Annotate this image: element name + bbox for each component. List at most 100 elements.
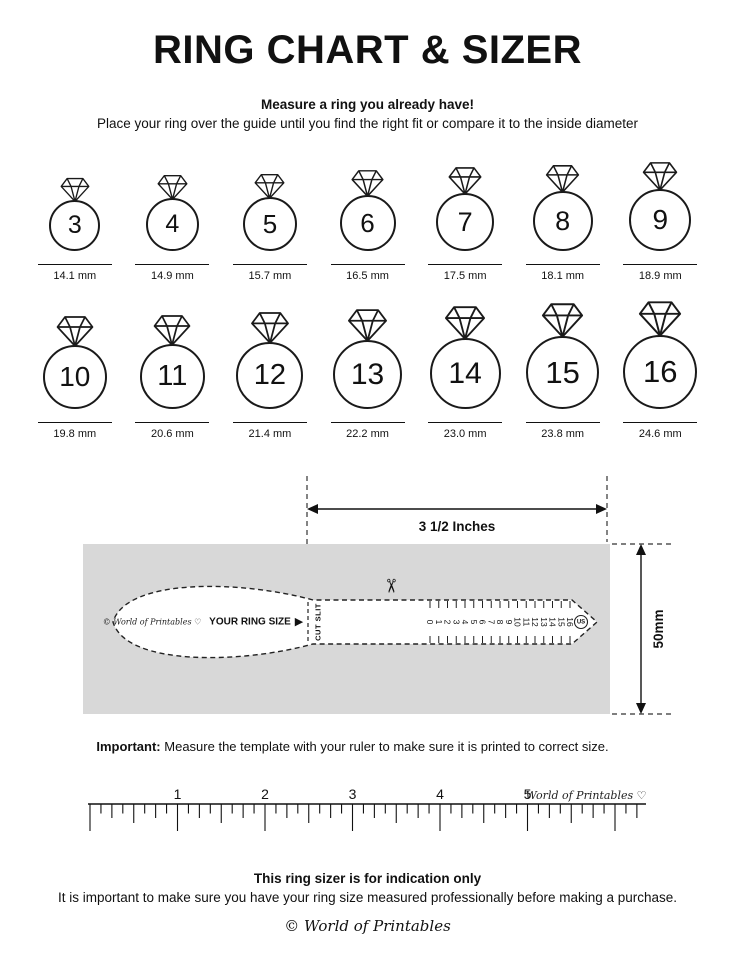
intro-description: Place your ring over the guide until you… xyxy=(96,116,639,131)
ring-size-item: 8 18.1 mm xyxy=(514,164,612,282)
svg-text:12: 12 xyxy=(530,617,540,627)
svg-text:8: 8 xyxy=(495,620,505,625)
svg-text:14: 14 xyxy=(548,617,558,627)
diamond-icon xyxy=(542,303,584,338)
ring-circle: 6 xyxy=(339,195,396,251)
sizer-template-section: 3 1/2 Inches 50mm © World of Printables … xyxy=(0,474,735,734)
disclaimer-heading: This ring sizer is for indication only xyxy=(253,871,482,886)
svg-text:4: 4 xyxy=(460,620,470,625)
ring-diameter-label: 18.1 mm xyxy=(541,270,585,282)
ring-size-number: 13 xyxy=(350,357,385,391)
us-badge-label: US xyxy=(577,620,585,626)
page-title: RING CHART & SIZER xyxy=(153,28,582,72)
svg-text:10: 10 xyxy=(513,617,523,627)
size-scale-ticks xyxy=(429,601,571,643)
svg-text:4: 4 xyxy=(436,786,444,802)
svg-text:7: 7 xyxy=(486,620,496,625)
cut-slit-label: CUT SLIT xyxy=(314,603,323,641)
ring-diameter-label: 22.2 mm xyxy=(346,428,389,440)
ring-size-number: 16 xyxy=(643,354,678,389)
ring-diameter-label: 21.4 mm xyxy=(248,428,292,440)
ring-circle: 10 xyxy=(42,345,107,409)
pointer-right-icon: ▶ xyxy=(295,616,304,628)
us-badge-circle xyxy=(573,614,589,630)
ring-diameter-label: 14.9 mm xyxy=(150,270,194,282)
diamond-icon xyxy=(639,301,682,337)
diamond-icon xyxy=(56,316,94,347)
width-dimension-label: 3 1/2 Inches xyxy=(419,519,496,534)
svg-text:2: 2 xyxy=(443,620,453,625)
ring-diameter-label: 16.5 mm xyxy=(346,270,389,282)
svg-text:1: 1 xyxy=(174,786,182,802)
ring-diameter-label: 23.8 mm xyxy=(541,428,585,440)
ring-size-number: 8 xyxy=(555,205,571,236)
diamond-icon xyxy=(157,174,188,201)
arrow-head-up-icon xyxy=(636,544,646,555)
ring-diameter-label: 17.5 mm xyxy=(443,270,487,282)
diameter-divider xyxy=(525,264,600,265)
ring-size-item: 9 18.9 mm xyxy=(611,161,709,282)
ring-circle: 5 xyxy=(242,197,297,251)
svg-text:2: 2 xyxy=(261,786,269,802)
ring-size-item: 10 19.8 mm xyxy=(26,315,124,440)
ring-size-number: 9 xyxy=(652,204,669,235)
disclaimer-text: It is important to make sure you have yo… xyxy=(57,890,678,905)
diamond-icon xyxy=(348,309,387,342)
diameter-divider xyxy=(428,422,503,423)
diamond-icon xyxy=(445,306,486,340)
ring-size-number: 11 xyxy=(157,360,188,392)
arrow-head-right-icon xyxy=(596,504,607,514)
ring-diameter-label: 23.0 mm xyxy=(443,428,487,440)
svg-text:1: 1 xyxy=(434,620,444,625)
ruler-brand: World of Printables ♡ xyxy=(526,789,647,802)
your-ring-size-label: YOUR RING SIZE xyxy=(209,617,291,628)
ring-size-number: 15 xyxy=(545,354,580,390)
svg-text:3: 3 xyxy=(451,620,461,625)
ring-chart-page: RING CHART & SIZER Measure a ring you al… xyxy=(0,28,735,979)
ring-diameter-label: 24.6 mm xyxy=(638,428,682,440)
arrow-head-left-icon xyxy=(307,504,318,514)
ring-size-item: 6 16.5 mm xyxy=(319,169,417,282)
svg-text:9: 9 xyxy=(504,620,514,625)
ring-circle: 3 xyxy=(49,200,101,251)
ring-circle: 14 xyxy=(429,338,501,409)
diameter-divider xyxy=(330,264,405,265)
ring-size-number: 12 xyxy=(253,359,287,391)
svg-text:15: 15 xyxy=(556,617,566,627)
svg-text:5: 5 xyxy=(469,620,479,625)
diameter-divider xyxy=(37,422,112,423)
ruler-ticks xyxy=(89,804,638,831)
ring-circle: 13 xyxy=(333,340,403,409)
diamond-icon xyxy=(448,167,482,195)
svg-text:11: 11 xyxy=(521,618,531,627)
ring-size-number: 6 xyxy=(360,207,375,238)
sizer-brand: © World of Printables ♡ xyxy=(103,618,202,627)
diameter-divider xyxy=(232,264,307,265)
diamond-icon xyxy=(643,162,678,191)
diameter-divider xyxy=(330,422,405,423)
diamond-icon xyxy=(254,173,285,200)
important-note: Important: Measure the template with you… xyxy=(0,739,705,754)
svg-text:3: 3 xyxy=(349,786,357,802)
ring-size-item: 14 23.0 mm xyxy=(416,305,514,440)
important-text: Measure the template with your ruler to … xyxy=(164,739,609,754)
diameter-divider xyxy=(232,422,307,423)
svg-text:13: 13 xyxy=(539,617,549,627)
intro-heading: Measure a ring you already have! xyxy=(260,97,475,112)
ring-size-item: 15 23.8 mm xyxy=(514,302,612,440)
ring-diameter-label: 18.9 mm xyxy=(638,270,682,282)
svg-text:16: 16 xyxy=(565,617,575,627)
ring-size-item: 16 24.6 mm xyxy=(611,300,709,440)
ring-diameter-label: 19.8 mm xyxy=(53,428,97,440)
diameter-divider xyxy=(428,264,503,265)
ring-size-item: 13 22.2 mm xyxy=(319,308,417,440)
